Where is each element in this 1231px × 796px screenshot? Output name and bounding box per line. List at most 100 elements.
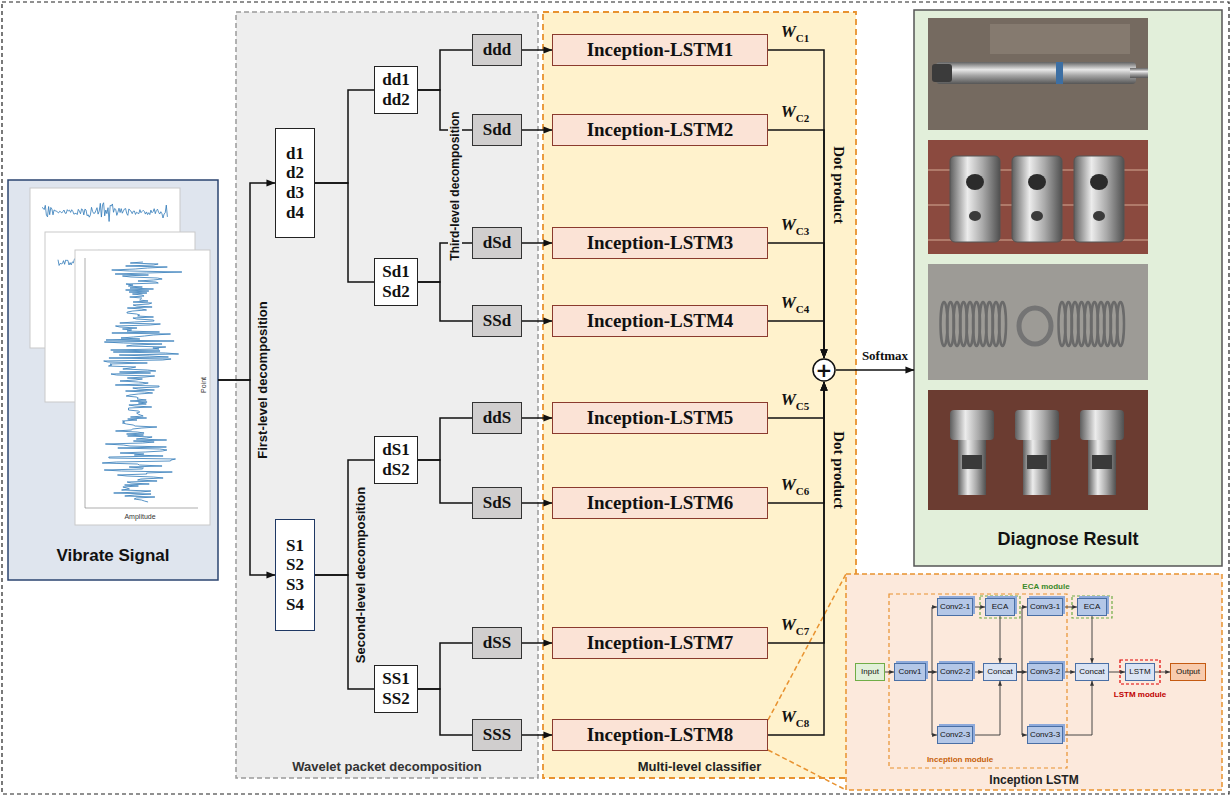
node-label: Input <box>861 667 879 676</box>
classifier-box: Inception-LSTM1 <box>552 34 768 66</box>
weight-symbol: C4 <box>796 303 809 315</box>
node-label: ddd <box>483 40 511 60</box>
coefficient-box: SS1 SS2 <box>374 665 418 713</box>
layer-box: Conv2-3 <box>937 726 973 744</box>
signal-plots <box>85 508 198 509</box>
connector <box>522 49 552 51</box>
connector <box>418 643 472 689</box>
weight-symbol: WC2 <box>781 102 810 123</box>
connector <box>973 672 983 673</box>
input-box: Input <box>855 663 885 681</box>
node-label: ddS <box>483 408 511 428</box>
node-label: ECA <box>1084 602 1100 611</box>
fault-photos <box>990 24 1130 54</box>
classifier-box: Inception-LSTM4 <box>552 305 768 337</box>
fault-photos <box>1031 211 1043 221</box>
weight-symbol: W <box>781 615 796 634</box>
fault-photos <box>1093 211 1105 221</box>
connector <box>768 50 824 358</box>
node-label: dd1 dd2 <box>382 70 409 109</box>
layer-box: Conv2-1 <box>937 598 973 616</box>
axis-note: Point <box>200 377 207 393</box>
axis-note: Second-level decomposition <box>353 487 368 663</box>
connector <box>418 243 472 282</box>
layer-box: Conv1 <box>894 663 926 681</box>
signal-plots <box>75 250 210 525</box>
fault-photos <box>1019 308 1051 344</box>
layer-box: Conv3-1 <box>1027 598 1063 616</box>
axis-note: Dot product <box>830 431 847 509</box>
node-label: LSTM <box>1129 667 1150 676</box>
module-outlines <box>889 594 1067 768</box>
connector <box>522 129 552 131</box>
node-label: Inception-LSTM5 <box>587 407 734 429</box>
fault-photos <box>958 440 986 495</box>
coefficient-box: d1 d2 d3 d4 <box>275 128 315 238</box>
connector <box>418 282 472 321</box>
connector <box>1155 672 1170 673</box>
annotation: LSTM module <box>1114 690 1166 699</box>
layer-box: Conv2-2 <box>937 663 973 681</box>
subband-box: ddS <box>472 402 522 434</box>
fault-photos <box>941 302 1125 346</box>
fault-photos <box>928 18 1148 130</box>
coefficient-box: Sd1 Sd2 <box>374 258 418 306</box>
coefficient-box: S1 S2 S3 S4 <box>275 519 315 631</box>
connector <box>1017 672 1027 735</box>
node-label: SdS <box>483 493 511 513</box>
node-label: Conv1 <box>898 667 921 676</box>
axis-note: First-level decomposition <box>255 301 270 458</box>
connector <box>1000 616 1001 663</box>
subband-box: ddd <box>472 34 522 66</box>
node-label: dS1 dS2 <box>382 440 409 479</box>
node-label: Sdd <box>483 120 511 140</box>
detail-panel-outline <box>846 574 1222 790</box>
connector <box>768 382 824 503</box>
node-label: Inception-LSTM4 <box>587 310 734 332</box>
node-label: Inception-LSTM7 <box>587 632 734 654</box>
node-label: SSS <box>483 725 511 745</box>
node-label: Inception-LSTM8 <box>587 724 734 746</box>
fault-photos <box>1092 455 1112 469</box>
fault-photos <box>966 174 984 190</box>
fault-photos <box>1117 302 1124 346</box>
weight-symbol: WC6 <box>781 475 810 496</box>
weight-symbol: C7 <box>796 625 809 637</box>
lstm-box: LSTM <box>1125 663 1155 681</box>
node-label: Conv3-2 <box>1030 667 1060 676</box>
node-label: SS1 SS2 <box>382 669 409 708</box>
fault-photos <box>950 156 1000 242</box>
annotation: Amplitude <box>124 513 155 520</box>
node-label: Concat <box>1079 667 1104 676</box>
node-label: Inception-LSTM2 <box>587 119 734 141</box>
weight-symbol: C1 <box>796 32 809 44</box>
classifier-box: Inception-LSTM3 <box>552 227 768 259</box>
node-label: Wavelet packet decomposition <box>292 760 482 775</box>
signal-plots <box>42 203 167 222</box>
fault-photos <box>1028 174 1046 190</box>
coefficient-box: dd1 dd2 <box>374 66 418 114</box>
classifier-box: Inception-LSTM5 <box>552 402 768 434</box>
decomposition-panel-outline <box>236 12 538 778</box>
connector <box>1092 616 1093 663</box>
connector <box>926 607 937 672</box>
annotation: Inception module <box>927 755 993 764</box>
fault-photos <box>999 302 1006 346</box>
connector <box>768 243 824 358</box>
node-label: Output <box>1176 667 1200 676</box>
connector <box>1109 672 1125 673</box>
node-label: SSd <box>483 311 511 331</box>
node-label: Diagnose Result <box>997 529 1138 550</box>
sum-node: + <box>812 358 836 382</box>
connector <box>768 382 824 643</box>
zoom-leader <box>768 750 846 790</box>
weight-symbol: C6 <box>796 485 809 497</box>
module-outlines <box>1120 660 1160 684</box>
node-label: S1 S2 S3 S4 <box>286 536 304 614</box>
weight-symbol: C8 <box>796 717 809 729</box>
subband-box: SSd <box>472 305 522 337</box>
result-panel-outline <box>914 10 1222 566</box>
node-label: Vibrate Signal <box>56 546 169 566</box>
module-outlines <box>980 596 1020 618</box>
